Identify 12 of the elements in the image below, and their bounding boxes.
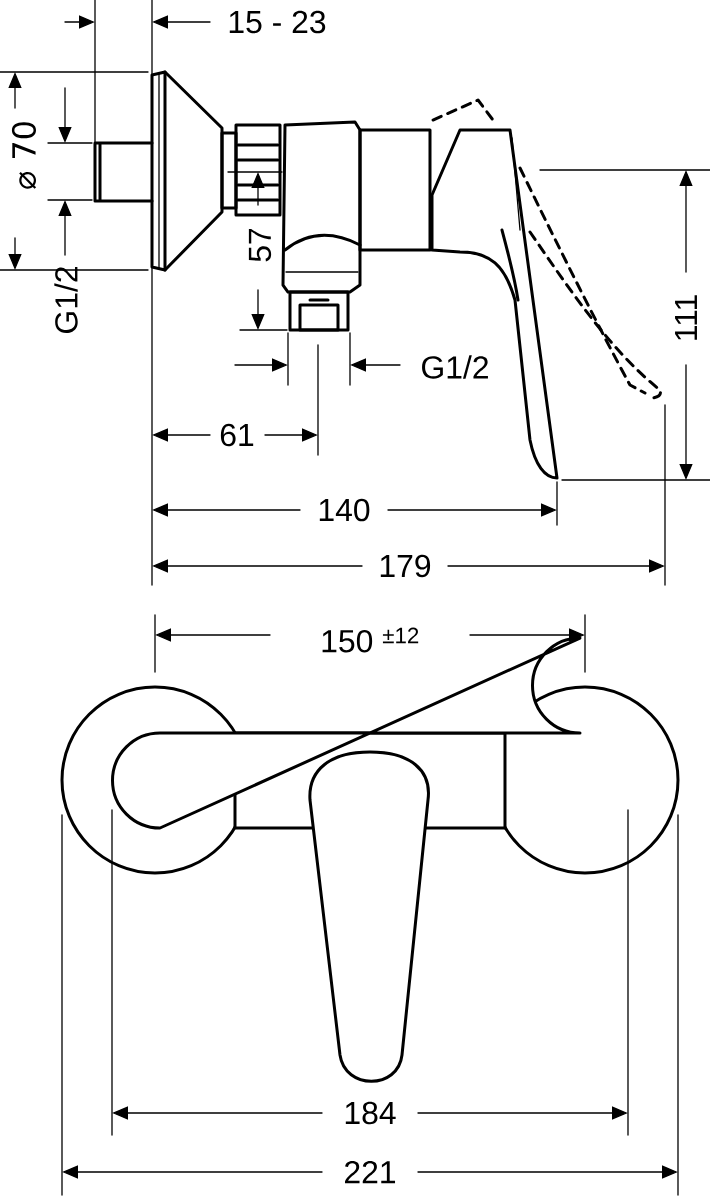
dimension-label: G1/2 — [54, 267, 78, 333]
dimension-label: 221 — [345, 1160, 395, 1184]
dimension-label: 184 — [345, 1101, 396, 1125]
dimension-label: ⌀ 70 — [11, 122, 37, 189]
dimension-label: 15 - 23 — [229, 10, 326, 34]
dimension-label: 179 — [380, 554, 431, 578]
dimension-label: 61 — [220, 423, 254, 447]
dimension-label: 150 $^{±12}$ — [322, 627, 419, 653]
dimension-label: 57 — [248, 228, 272, 262]
dimension-label: 111 — [675, 295, 697, 340]
dimension-label: G1/2 — [422, 355, 488, 379]
dimension-label: 140 — [319, 498, 370, 522]
